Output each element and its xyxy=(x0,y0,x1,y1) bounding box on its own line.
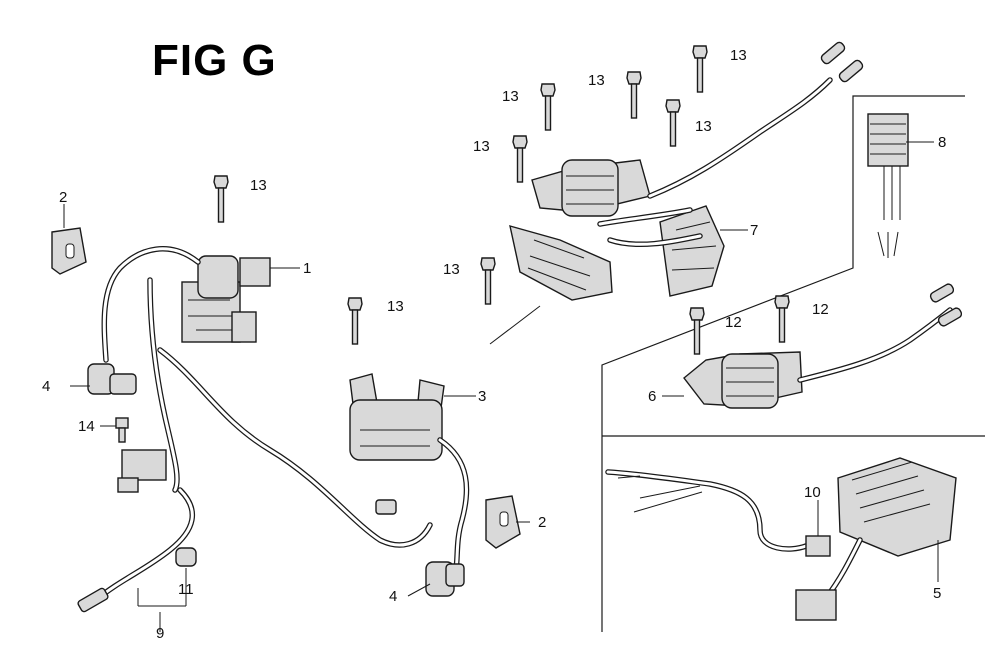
label-part-3: 3 xyxy=(478,388,486,405)
label-part-14: 14 xyxy=(78,418,95,435)
charge-coil-assembly-part-7 xyxy=(489,41,864,345)
label-part-2-left: 2 xyxy=(59,189,67,206)
ignition-coil-part-1 xyxy=(181,255,271,343)
label-part-5: 5 xyxy=(933,585,941,602)
lighting-coil-part-6 xyxy=(683,283,963,409)
leader-lines xyxy=(63,141,939,632)
label-part-11: 11 xyxy=(178,581,194,598)
figure-title: FIG G xyxy=(152,36,277,85)
part-labels: 1 2 2 3 4 4 5 6 7 8 9 10 11 12 12 13 13 … xyxy=(42,47,946,642)
label-part-13-b: 13 xyxy=(387,298,404,315)
main-wire-harness xyxy=(77,246,433,613)
label-part-10: 10 xyxy=(804,484,821,501)
label-part-4-center: 4 xyxy=(389,588,397,605)
label-part-7: 7 xyxy=(750,222,758,239)
label-part-12-left: 12 xyxy=(725,314,742,331)
label-part-12-right: 12 xyxy=(812,301,829,318)
kill-switch-cap-part-2-center xyxy=(485,495,521,549)
label-part-13-g: 13 xyxy=(473,138,490,155)
ignition-coil-part-3 xyxy=(349,373,470,573)
label-part-13-e: 13 xyxy=(730,47,747,64)
label-part-13-c: 13 xyxy=(502,88,519,105)
label-part-13-h: 13 xyxy=(443,261,460,278)
connector-part-10 xyxy=(805,500,831,557)
label-part-4-left: 4 xyxy=(42,378,50,395)
label-part-9: 9 xyxy=(156,625,164,642)
label-part-13-d: 13 xyxy=(588,72,605,89)
connector-part-4-center xyxy=(375,499,465,597)
regulator-part-8 xyxy=(867,113,909,258)
label-part-13-f: 13 xyxy=(695,118,712,135)
label-part-1: 1 xyxy=(303,260,311,277)
rectifier-part-5 xyxy=(605,457,957,621)
label-part-13-a: 13 xyxy=(250,177,267,194)
kill-switch-cap-part-2-left xyxy=(51,227,87,275)
label-part-8: 8 xyxy=(938,134,946,151)
label-part-6: 6 xyxy=(648,388,656,405)
screw-part-14 xyxy=(115,417,129,443)
label-part-2-center: 2 xyxy=(538,514,546,531)
section-dividers xyxy=(601,95,985,632)
grommet-part-11 xyxy=(175,547,197,567)
switch-box xyxy=(117,449,167,493)
connector-part-4-left xyxy=(87,363,137,395)
